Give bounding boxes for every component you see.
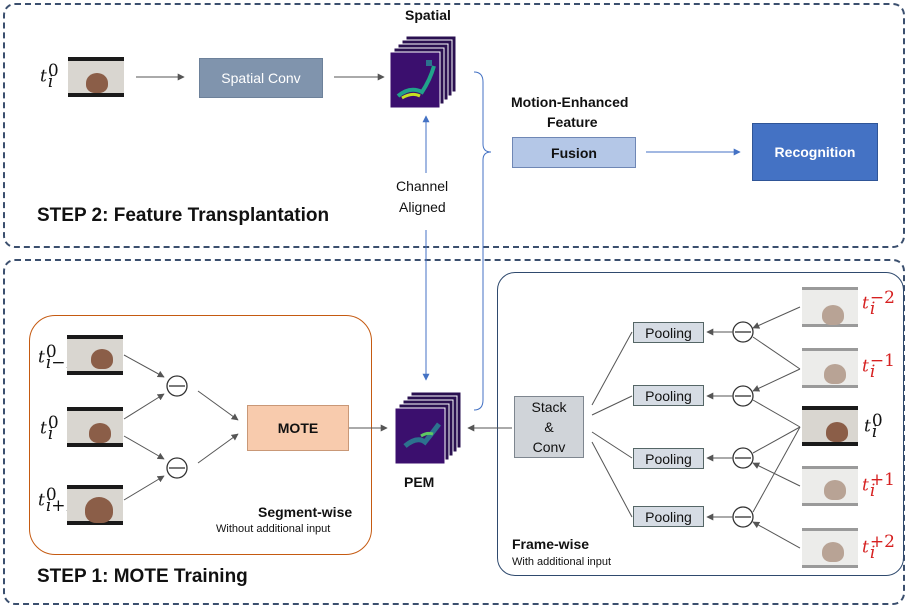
motion-enhanced-title-2: Feature (547, 114, 598, 130)
mote-block: MOTE (247, 405, 349, 451)
segment-input-frame-1 (67, 335, 123, 375)
segment-input-frame-3 (67, 485, 123, 525)
pooling-block-2: Pooling (633, 385, 704, 406)
pem-feature-map-icon (395, 392, 462, 465)
channel-aligned-label-1: Channel (396, 178, 449, 194)
step2-label: STEP 2: Feature Transplantation (37, 205, 330, 226)
spatial-title: Spatial (405, 7, 451, 23)
frame-wise-container (497, 272, 904, 576)
step1-container (3, 259, 905, 605)
stack-conv-line-2: & (544, 419, 554, 435)
frame-input-plus1 (802, 466, 858, 506)
pooling-block-1: Pooling (633, 322, 704, 343)
segment-wise-title: Segment-wise (258, 504, 353, 520)
segment-wise-container (29, 315, 372, 555)
fusion-block: Fusion (512, 137, 636, 168)
pooling-block-4: Pooling (633, 506, 704, 527)
segment-wise-subtitle: Without additional input (216, 523, 331, 535)
segment-input-frame-2 (67, 407, 123, 447)
step2-input-frame (68, 57, 124, 97)
frame-input-plus2 (802, 528, 858, 568)
pooling-block-3: Pooling (633, 448, 704, 469)
frame-input-zero (802, 406, 858, 446)
recognition-block: Recognition (752, 123, 878, 181)
frame-input-minus1 (802, 348, 858, 388)
channel-aligned-label-2: Aligned (399, 199, 446, 215)
motion-enhanced-title-1: Motion-Enhanced (511, 94, 629, 110)
frame-input-minus2 (802, 287, 858, 327)
frame-wise-subtitle: With additional input (512, 556, 612, 568)
frame-wise-title: Frame-wise (512, 536, 590, 552)
spatial-conv-block: Spatial Conv (199, 58, 323, 98)
spatial-feature-map-icon (390, 36, 457, 109)
step1-label: STEP 1: MOTE Training (37, 566, 248, 587)
stack-conv-line-1: Stack (531, 399, 567, 415)
stack-conv-block: Stack & Conv (514, 396, 584, 458)
step2-container (3, 3, 905, 248)
pem-label: PEM (404, 474, 435, 490)
stack-conv-line-3: Conv (532, 439, 566, 455)
